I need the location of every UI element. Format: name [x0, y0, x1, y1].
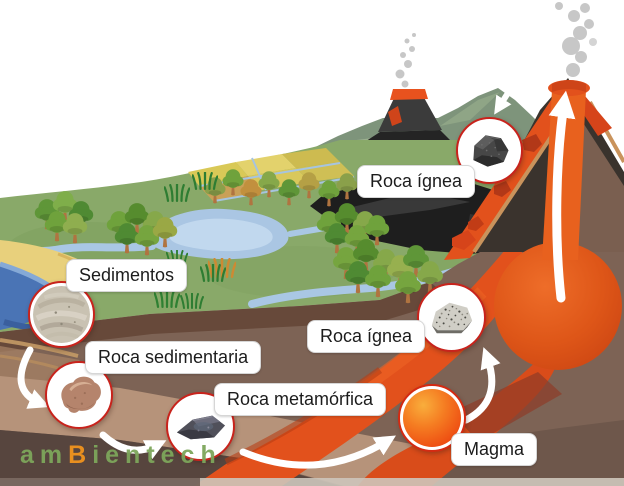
label-roca-sedimentaria: Roca sedimentaria	[85, 341, 262, 374]
sedimentary-rock-photo	[61, 376, 101, 413]
roca-metamorfica-sample-circle	[166, 392, 235, 461]
sedimentos-sample-circle	[28, 281, 95, 348]
granite-rock-photo	[431, 302, 473, 334]
ambientech-logo: amBientech	[20, 441, 222, 470]
dark-igneous-rock-photo	[473, 135, 509, 167]
metamorphic-rock-photo	[176, 415, 226, 440]
logo-prefix: am	[20, 441, 69, 469]
large-volcano-smoke	[555, 2, 597, 77]
roca-ignea-superficial-sample-circle	[456, 117, 523, 184]
bottom-edge-strip-dark	[0, 478, 200, 486]
small-volcano-smoke	[395, 33, 416, 88]
sediment-photo	[33, 286, 90, 343]
label-magma: Magma	[451, 433, 538, 466]
label-roca-ignea-superficial: Roca ígnea	[357, 165, 476, 198]
logo-suffix: ientech	[92, 441, 222, 469]
bottom-edge-strip	[0, 478, 624, 486]
label-sedimentos: Sedimentos	[66, 259, 188, 292]
logo-accent: B	[68, 441, 93, 469]
magma-chamber	[494, 242, 622, 370]
label-roca-ignea-profunda: Roca ígnea	[307, 320, 426, 353]
label-roca-metamorfica: Roca metamórfica	[214, 383, 387, 416]
lake	[149, 208, 289, 260]
roca-ignea-profunda-sample-circle	[417, 283, 486, 352]
volcano-crater	[548, 80, 590, 96]
